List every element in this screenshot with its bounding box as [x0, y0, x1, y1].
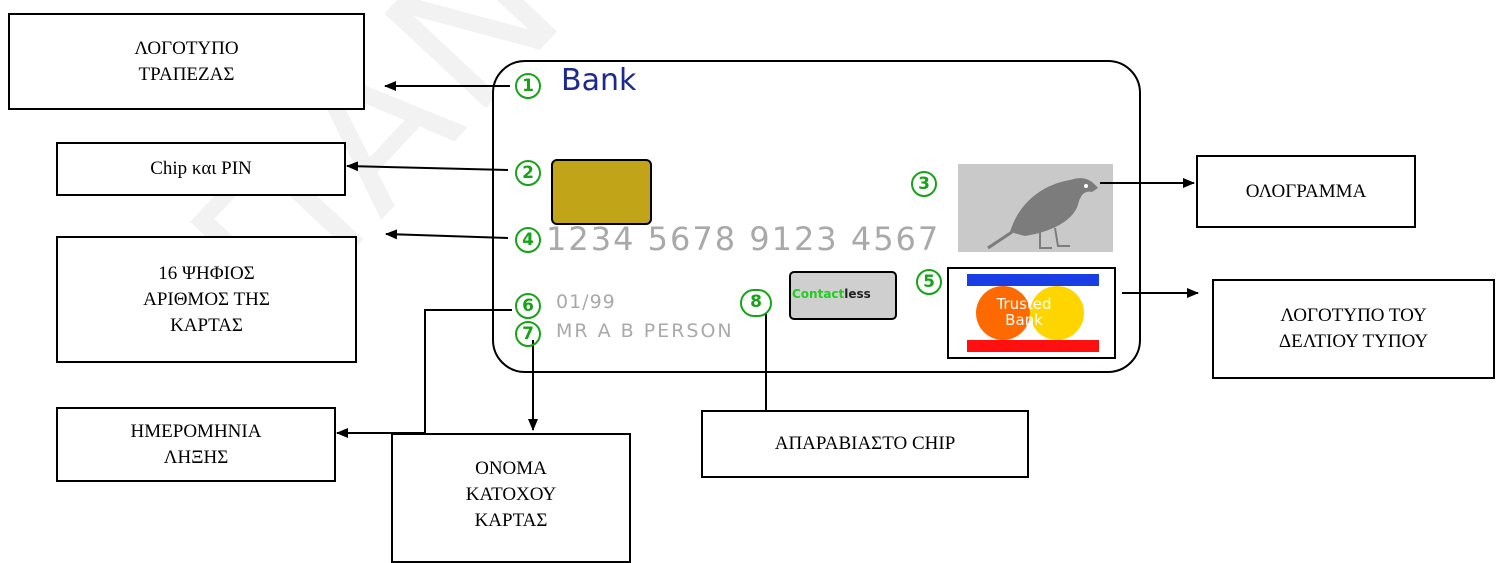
arrow-chip-pin: [347, 166, 508, 170]
marker-1: 1: [515, 73, 541, 99]
label-scheme-logo-line1: ΛΟΓΟΤΥΠΟ ΤΟΥ: [1280, 303, 1426, 329]
marker-8: 8: [740, 289, 772, 317]
expiry-date: 01/99: [556, 291, 616, 313]
scheme-text-line1: Trusted: [994, 296, 1054, 312]
marker-6: 6: [515, 293, 541, 319]
marker-4: 4: [515, 227, 541, 253]
label-hologram-line1: ΟΛΟΓΡΑΜΜΑ: [1246, 179, 1367, 205]
arrow-card-number: [386, 234, 508, 238]
label-holder-name: ΟΝΟΜΑ ΚΑΤΟΧΟΥ ΚΑΡΤΑΣ: [391, 433, 631, 563]
card-number: 1234 5678 9123 4567: [546, 220, 940, 258]
label-scheme-logo: ΛΟΓΟΤΥΠΟ ΤΟΥ ΔΕΛΤΙΟΥ ΤΥΠΟΥ: [1212, 279, 1495, 379]
label-card-number: 16 ΨΗΦΙΟΣ ΑΡΙΘΜΟΣ ΤΗΣ ΚΑΡΤΑΣ: [56, 236, 357, 363]
label-bank-logo: ΛΟΓΟΤΥΠΟ ΤΡΑΠΕΖΑΣ: [8, 13, 365, 110]
chip: [552, 160, 651, 224]
label-contactless-chip-line1: ΑΠΑΡΑΒΙΑΣΤΟ CHIP: [775, 431, 956, 457]
label-scheme-logo-line2: ΔΕΛΤΙΟΥ ΤΥΠΟΥ: [1279, 329, 1428, 355]
marker-3: 3: [911, 171, 937, 197]
scheme-text-line2: Bank: [994, 312, 1054, 328]
scheme-red-bar: [967, 340, 1099, 352]
label-contactless-chip: ΑΠΑΡΑΒΙΑΣΤΟ CHIP: [701, 410, 1029, 478]
label-holder-name-line2: ΚΑΤΟΧΟΥ: [466, 482, 557, 508]
label-expiry-line2: ΛΗΞΗΣ: [164, 445, 229, 471]
label-chip-pin-line1: Chip και PIN: [150, 156, 252, 182]
label-card-number-line1: 16 ΨΗΦΙΟΣ: [158, 261, 254, 287]
contactless-suffix: less: [844, 287, 871, 301]
scheme-text: Trusted Bank: [994, 296, 1054, 328]
holder-name: MR A B PERSON: [556, 320, 734, 342]
label-bank-logo-line2: ΤΡΑΠΕΖΑΣ: [139, 62, 235, 88]
label-holder-name-line3: ΚΑΡΤΑΣ: [475, 508, 548, 534]
label-card-number-line3: ΚΑΡΤΑΣ: [170, 313, 243, 339]
label-bank-logo-line1: ΛΟΓΟΤΥΠΟ: [134, 36, 238, 62]
marker-5: 5: [916, 269, 942, 295]
marker-7: 7: [515, 321, 541, 347]
label-hologram: ΟΛΟΓΡΑΜΜΑ: [1196, 155, 1416, 228]
label-card-number-line2: ΑΡΙΘΜΟΣ ΤΗΣ: [143, 287, 270, 313]
bank-name: Bank: [561, 63, 636, 98]
arrow-expiry: [337, 310, 512, 433]
marker-2: 2: [515, 160, 541, 186]
label-chip-pin: Chip και PIN: [56, 142, 346, 196]
contactless-prefix: Contact: [792, 287, 844, 301]
label-expiry-line1: ΗΜΕΡΟΜΗΝΙΑ: [131, 419, 262, 445]
label-holder-name-line1: ΟΝΟΜΑ: [475, 456, 547, 482]
label-expiry: ΗΜΕΡΟΜΗΝΙΑ ΛΗΞΗΣ: [56, 407, 336, 482]
contactless-text: Contactless: [792, 287, 871, 301]
scheme-blue-bar: [967, 274, 1099, 286]
